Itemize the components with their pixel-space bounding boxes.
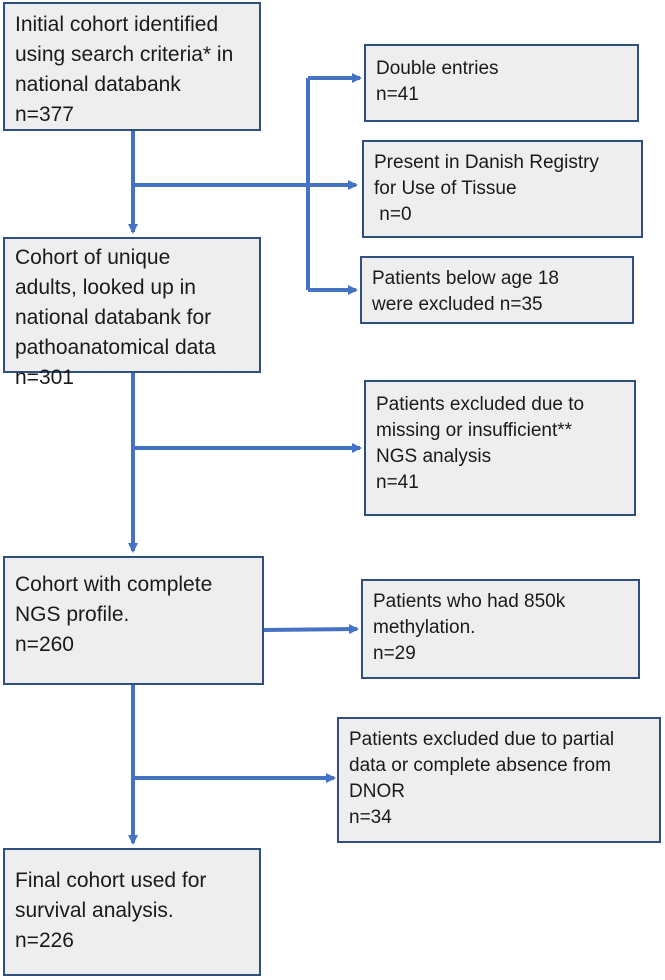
complete-ngs-count: n=260 — [15, 633, 74, 656]
arrow-to-methylation — [263, 624, 359, 635]
initial-cohort-count: n=377 — [15, 103, 74, 126]
below-age-18-box: Patients below age 18 were excluded n=35 — [360, 256, 634, 324]
methylation-count: n=29 — [373, 643, 416, 664]
below-age-18-line-2: were excluded n=35 — [372, 294, 543, 315]
methylation-line-1: Patients who had 850k — [373, 591, 566, 612]
ngs-excluded-box: Patients excluded due to missing or insu… — [364, 380, 636, 516]
dnor-excluded-box: Patients excluded due to partial data or… — [337, 717, 661, 843]
double-entries-box: Double entries n=41 — [364, 44, 639, 122]
complete-ngs-box: Cohort with complete NGS profile. n=260 — [3, 556, 264, 685]
ngs-excluded-count: n=41 — [376, 472, 419, 493]
ngs-excluded-line-3: NGS analysis — [376, 446, 492, 467]
double-entries-label: Double entries — [376, 58, 499, 79]
final-cohort-line-2: survival analysis. — [15, 899, 174, 922]
final-cohort-count: n=226 — [15, 929, 74, 952]
dnor-excluded-line-1: Patients excluded due to partial — [349, 729, 615, 750]
below-age-18-line-1: Patients below age 18 — [372, 268, 559, 289]
initial-cohort-line-2: using search criteria* in — [15, 43, 234, 66]
danish-registry-count: n=0 — [374, 204, 412, 225]
unique-adults-line-4: pathoanatomical data — [15, 336, 216, 359]
ngs-excluded-line-1: Patients excluded due to — [376, 394, 585, 415]
dnor-excluded-line-3: DNOR — [349, 781, 405, 802]
complete-ngs-line-2: NGS profile. — [15, 603, 130, 626]
ngs-excluded-line-2: missing or insufficient** — [376, 420, 573, 441]
dnor-excluded-line-2: data or complete absence from — [349, 755, 611, 776]
complete-ngs-line-1: Cohort with complete — [15, 573, 213, 596]
initial-cohort-box: Initial cohort identified using search c… — [3, 2, 261, 131]
initial-cohort-line-3: national databank — [15, 73, 181, 96]
unique-adults-line-2: adults, looked up in — [15, 276, 196, 299]
danish-registry-box: Present in Danish Registry for Use of Ti… — [362, 140, 643, 238]
double-entries-count: n=41 — [376, 84, 419, 105]
initial-cohort-line-1: Initial cohort identified — [15, 13, 219, 36]
unique-adults-count: n=301 — [15, 366, 74, 389]
methylation-box: Patients who had 850k methylation. n=29 — [361, 579, 640, 679]
final-cohort-box: Final cohort used for survival analysis.… — [3, 848, 261, 976]
unique-adults-box: Cohort of unique adults, looked up in na… — [3, 237, 261, 389]
unique-adults-line-3: national databank for — [15, 306, 212, 329]
dnor-excluded-count: n=34 — [349, 807, 392, 828]
unique-adults-line-1: Cohort of unique — [15, 246, 171, 269]
final-cohort-line-1: Final cohort used for — [15, 869, 207, 892]
methylation-line-2: methylation. — [373, 617, 476, 638]
danish-registry-line-2: for Use of Tissue — [374, 178, 517, 199]
danish-registry-line-1: Present in Danish Registry — [374, 152, 599, 173]
